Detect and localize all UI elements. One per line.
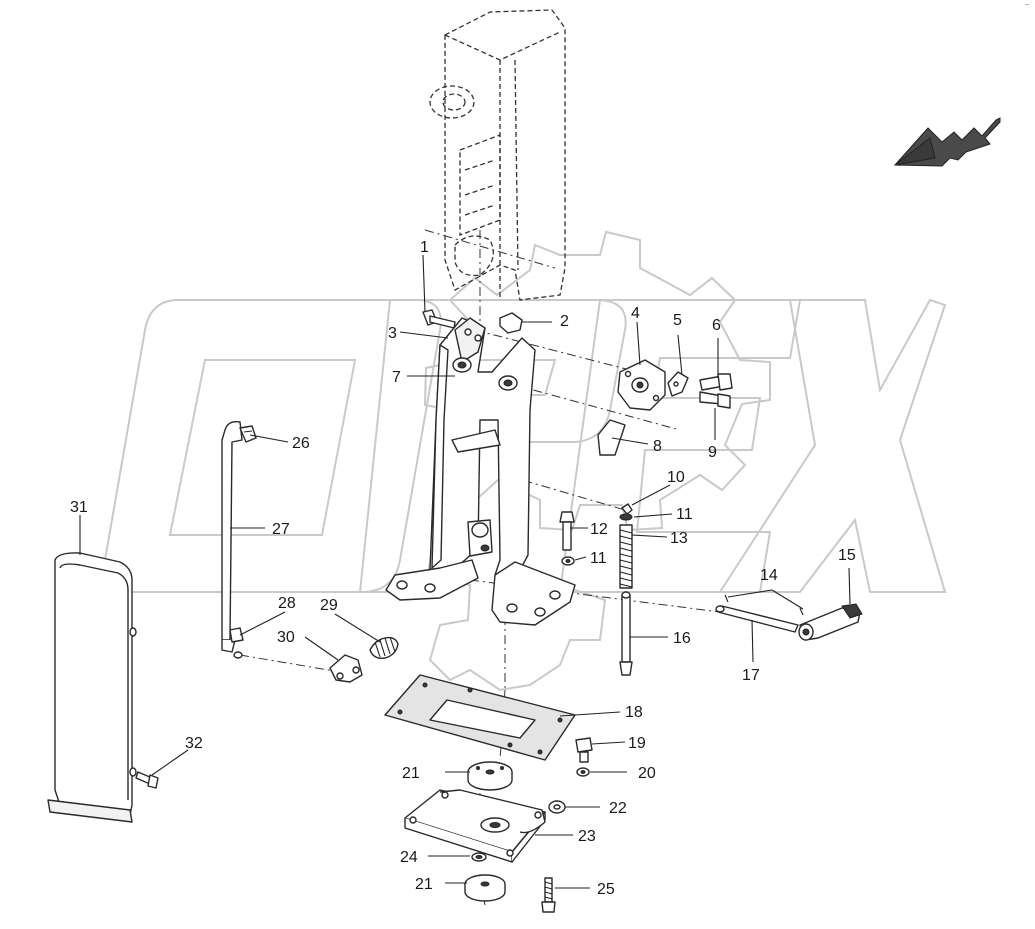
part-6-bolt (699, 373, 733, 391)
part-5-latch (667, 371, 689, 397)
corner-mark: ~ (1024, 2, 1029, 9)
callout-30: 30 (277, 629, 295, 646)
callout-28: 28 (278, 595, 296, 612)
callout-1: 1 (420, 239, 429, 256)
part-23-housing (404, 789, 546, 863)
callout-25: 25 (597, 881, 615, 898)
part-13-threaded-rod (619, 524, 633, 589)
part-24-nut (471, 852, 487, 862)
callout-3: 3 (388, 325, 397, 342)
part-30-bracket (329, 654, 363, 683)
part-11-washer-upper (619, 513, 633, 521)
callout-15: 15 (838, 547, 856, 564)
part-2-clip (499, 312, 523, 334)
centerline-linkage (239, 654, 341, 673)
part-25-bolt (541, 877, 556, 913)
callout-11b: 11 (590, 550, 607, 567)
centerline-cam (474, 329, 681, 431)
callout-9: 9 (708, 444, 717, 461)
callout-8: 8 (653, 438, 662, 455)
callout-32: 32 (185, 735, 203, 752)
callout-18: 18 (625, 704, 643, 721)
callout-27: 27 (272, 521, 290, 538)
callout-5: 5 (673, 312, 682, 329)
callout-7: 7 (392, 369, 401, 386)
callout-12: 12 (590, 521, 608, 538)
part-11-washer-lower (561, 556, 575, 566)
front-direction-arrow-icon (893, 117, 1001, 167)
pedal-bracket (385, 317, 576, 626)
part-17-pin (715, 605, 799, 633)
callout-22: 22 (609, 800, 627, 817)
callout-10: 10 (667, 469, 685, 486)
part-20-washer (576, 767, 590, 777)
part-10-pin (621, 503, 633, 515)
part-21-flange-lower (464, 874, 506, 902)
part-27-rod (221, 420, 243, 653)
callout-19: 19 (628, 735, 646, 752)
callout-29: 29 (320, 597, 338, 614)
callout-21b: 21 (415, 876, 433, 893)
callout-6: 6 (712, 317, 721, 334)
part-1-bolt (422, 254, 456, 329)
callout-31: 31 (70, 499, 88, 516)
part-18-gasket (384, 674, 576, 761)
watermark-letter-o (103, 299, 442, 593)
watermark-letter-e (558, 299, 802, 593)
centerline-long (424, 229, 556, 269)
part-21-flange-upper (467, 761, 513, 791)
callout-17: 17 (742, 667, 760, 684)
callout-26: 26 (292, 435, 310, 452)
callout-11a: 11 (676, 506, 693, 523)
part-15-handle (798, 603, 863, 641)
part-16-rod (619, 591, 633, 676)
part-22-washer (548, 800, 566, 814)
part-19-bolt (575, 737, 593, 763)
callout-20: 20 (638, 765, 656, 782)
part-8-block (597, 419, 626, 456)
callout-21a: 21 (402, 765, 420, 782)
callout-14: 14 (760, 567, 778, 584)
callout-2: 2 (560, 313, 569, 330)
watermark-letter-x (718, 298, 947, 593)
callout-16: 16 (673, 630, 691, 647)
callout-4: 4 (631, 305, 640, 322)
callout-23: 23 (578, 828, 596, 845)
part-32-screw (135, 771, 159, 789)
watermark-gear-lower (428, 579, 607, 692)
callout-24: 24 (400, 849, 418, 866)
callouts: 1 2 3 4 5 6 7 8 9 10 11 12 13 11 14 15 1… (70, 239, 856, 898)
part-4-cam (617, 359, 666, 411)
part-9-bolt (699, 391, 731, 409)
part-12-bolt (559, 511, 575, 551)
part-28-clip (229, 627, 244, 659)
part-29-spring (369, 636, 399, 660)
part-26-clip (239, 425, 257, 443)
part-31-pedal-cover (47, 552, 137, 823)
part-14-split-pin (724, 594, 804, 616)
callout-13: 13 (670, 530, 688, 547)
steering-column-housing-ghost (429, 9, 566, 301)
